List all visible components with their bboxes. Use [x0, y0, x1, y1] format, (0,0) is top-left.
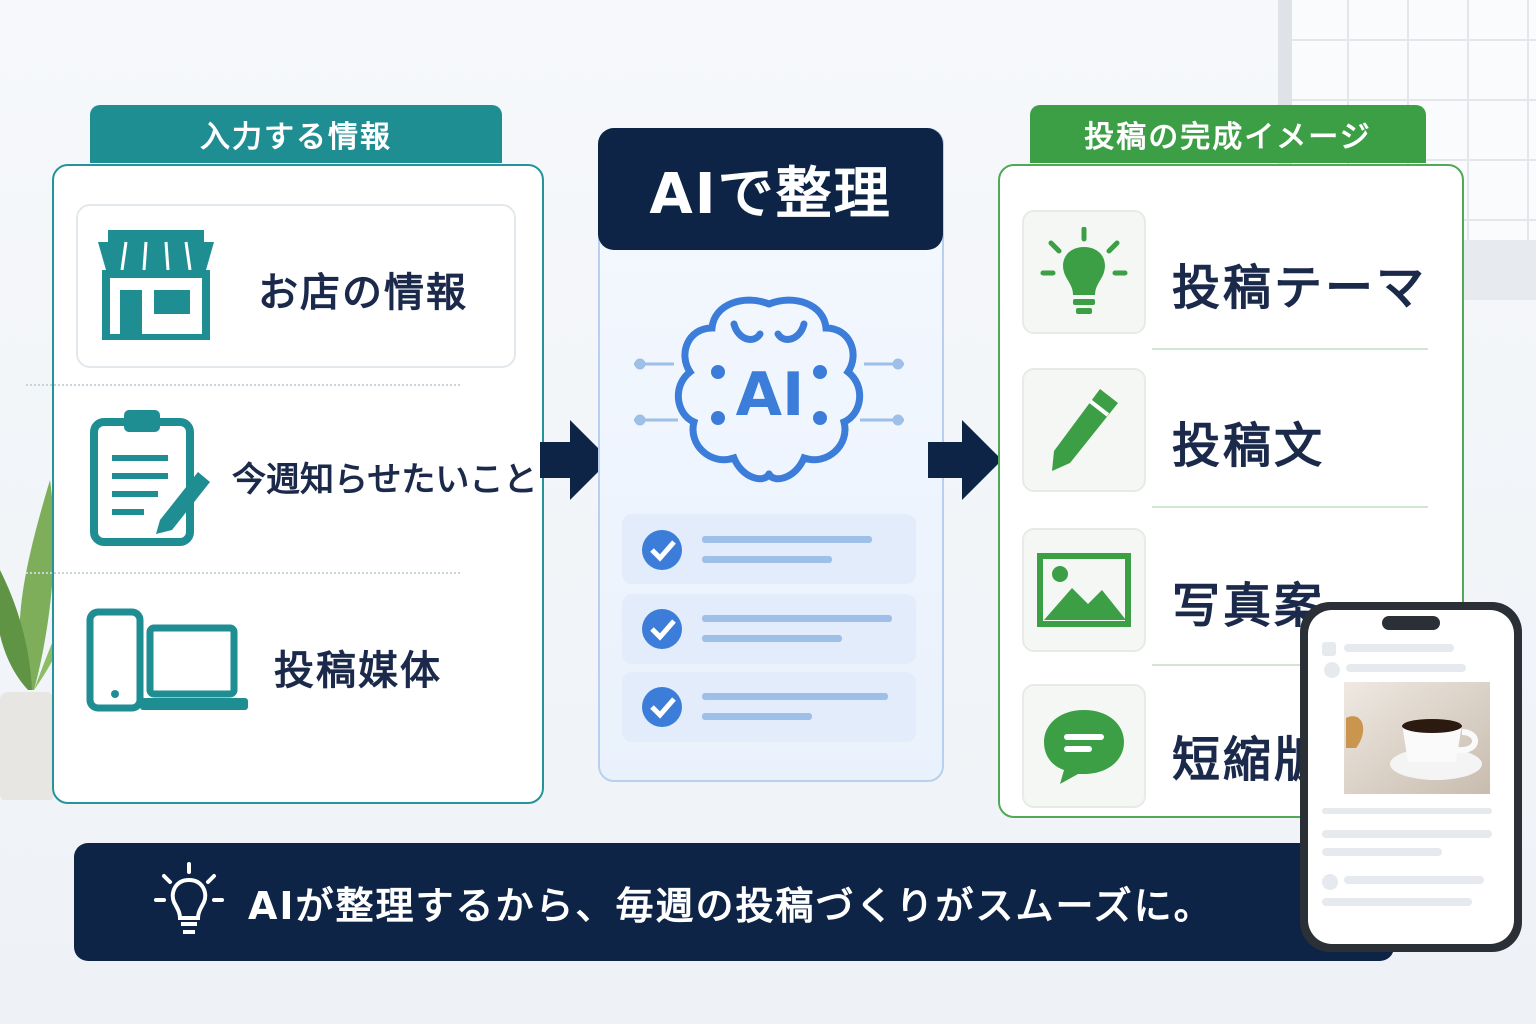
store-icon [98, 230, 214, 340]
lightbulb-icon [1040, 227, 1128, 314]
input-panel-title: 入力する情報 [90, 105, 502, 163]
summary-banner-text: AIが整理するから、毎週の投稿づくりがスムーズに。 [248, 883, 1214, 928]
divider [26, 384, 460, 386]
smartphone-illustration [1300, 602, 1522, 952]
divider [1152, 506, 1428, 508]
checklist-graphic [642, 530, 892, 727]
summary-banner: AIが整理するから、毎週の投稿づくりがスムーズに。 [74, 843, 1394, 961]
output-item-theme-label: 投稿テーマ [1172, 260, 1428, 316]
clipboard-pencil-icon [90, 410, 210, 546]
ai-panel-title: AIで整理 [598, 128, 943, 250]
ai-brain-icon [634, 296, 904, 483]
output-item-short-label: 短縮版 [1172, 732, 1326, 788]
output-panel-title: 投稿の完成イメージ [1030, 105, 1426, 163]
input-item-notice-label: 今週知らせたいこと [232, 460, 538, 500]
output-item-photo [1022, 528, 1146, 652]
arrow-right-icon [540, 420, 610, 500]
divider [1152, 348, 1428, 350]
devices-icon [86, 608, 248, 712]
divider [1152, 664, 1332, 666]
output-item-short [1022, 684, 1146, 808]
chat-bubble-icon [1044, 710, 1124, 784]
input-item-store-label: お店の情報 [258, 270, 468, 316]
arrow-right-icon [928, 420, 1002, 500]
lightbulb-icon [154, 862, 224, 934]
ai-brain-label: AI [735, 360, 805, 430]
pen-icon [1052, 389, 1118, 471]
image-icon [1037, 553, 1131, 627]
input-item-media-label: 投稿媒体 [274, 648, 442, 694]
output-item-photo-label: 写真案 [1172, 578, 1326, 634]
output-item-text [1022, 368, 1146, 492]
output-item-theme [1022, 210, 1146, 334]
divider [26, 572, 460, 574]
output-item-text-label: 投稿文 [1172, 418, 1326, 474]
